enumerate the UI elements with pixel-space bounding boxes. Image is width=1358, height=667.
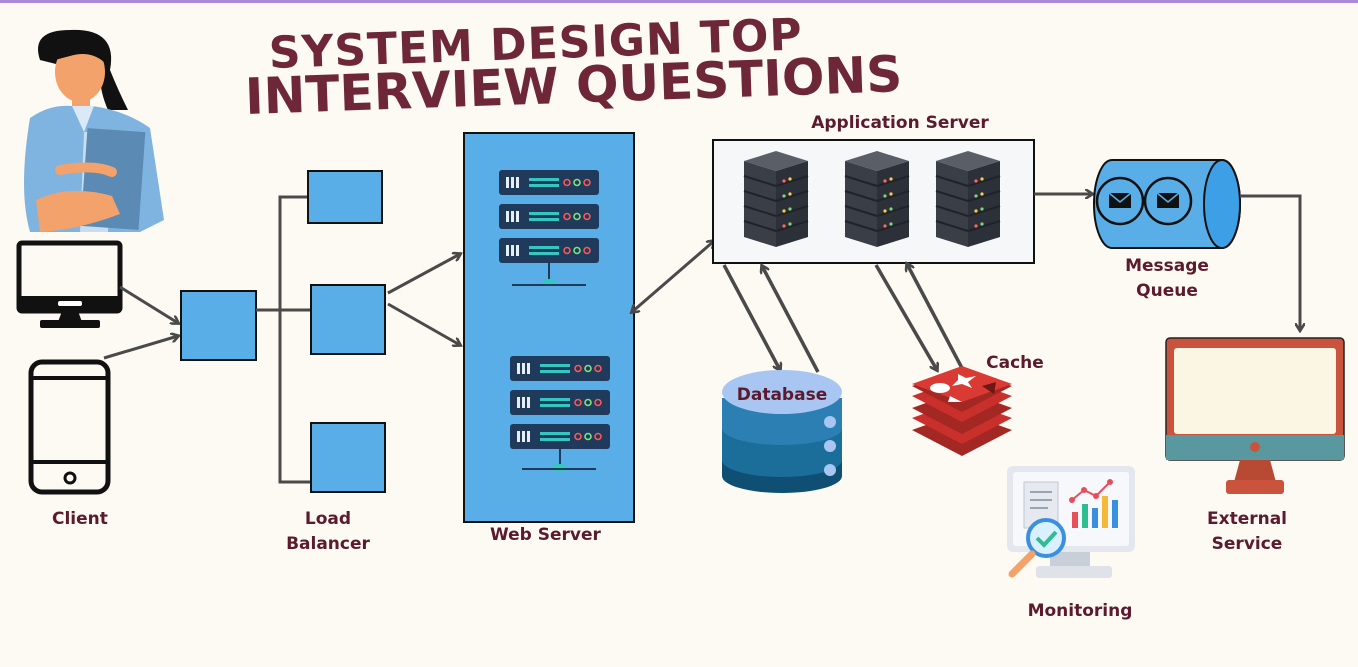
person-icon: [24, 29, 164, 232]
arrow-app-to-database: [722, 264, 780, 370]
load-balancer-box-bottom: [310, 422, 386, 493]
monitoring-dashboard-icon: [1007, 466, 1135, 578]
monitoring-label: Monitoring: [1027, 601, 1133, 621]
external-service-label-line-1: External: [1206, 509, 1288, 529]
envelope-icon: [1156, 192, 1180, 208]
application-server-label: Application Server: [811, 113, 989, 133]
envelope-icon: [1108, 192, 1132, 208]
web-server-label: Web Server: [490, 525, 601, 545]
cache-label: Cache: [986, 353, 1044, 373]
database-icon: [722, 370, 842, 493]
external-service-label-line-2: Service: [1211, 534, 1283, 554]
web-server-panel: [463, 132, 635, 523]
arrow-app-to-cache: [874, 264, 937, 370]
arrow-database-to-app: [762, 266, 820, 373]
application-server-panel: [712, 139, 1035, 264]
load-balancer-box-middle: [310, 284, 386, 355]
load-balancer-label-line-2: Balancer: [286, 534, 370, 554]
desktop-monitor-icon: [16, 240, 123, 328]
load-balancer-label-line-1: Load: [304, 509, 352, 529]
database-label: Database: [736, 385, 828, 405]
top-accent-line: [0, 0, 1358, 3]
message-queue-icon: [1093, 159, 1241, 249]
smartphone-icon: [28, 359, 111, 495]
arrow-cache-to-app: [907, 264, 965, 371]
message-queue-label-line-1: Message: [1125, 256, 1209, 276]
arrow-web-app-bidirectional: [632, 241, 714, 312]
load-balancer-connectors: [256, 195, 311, 484]
arrow-phone-to-gateway: [103, 336, 178, 360]
message-queue-label-line-2: Queue: [1136, 281, 1198, 301]
redis-cache-icon: [912, 366, 1012, 456]
external-monitor-icon: [1165, 337, 1345, 494]
load-balancer-box-top: [307, 170, 383, 224]
arrow-lb-to-web-bottom: [387, 302, 460, 345]
arrow-queue-to-external: [1240, 194, 1300, 330]
arrow-lb-to-web-top: [387, 254, 460, 295]
client-label: Client: [52, 509, 108, 529]
arrow-desktop-to-gateway: [119, 285, 178, 323]
gateway-box: [180, 290, 257, 361]
